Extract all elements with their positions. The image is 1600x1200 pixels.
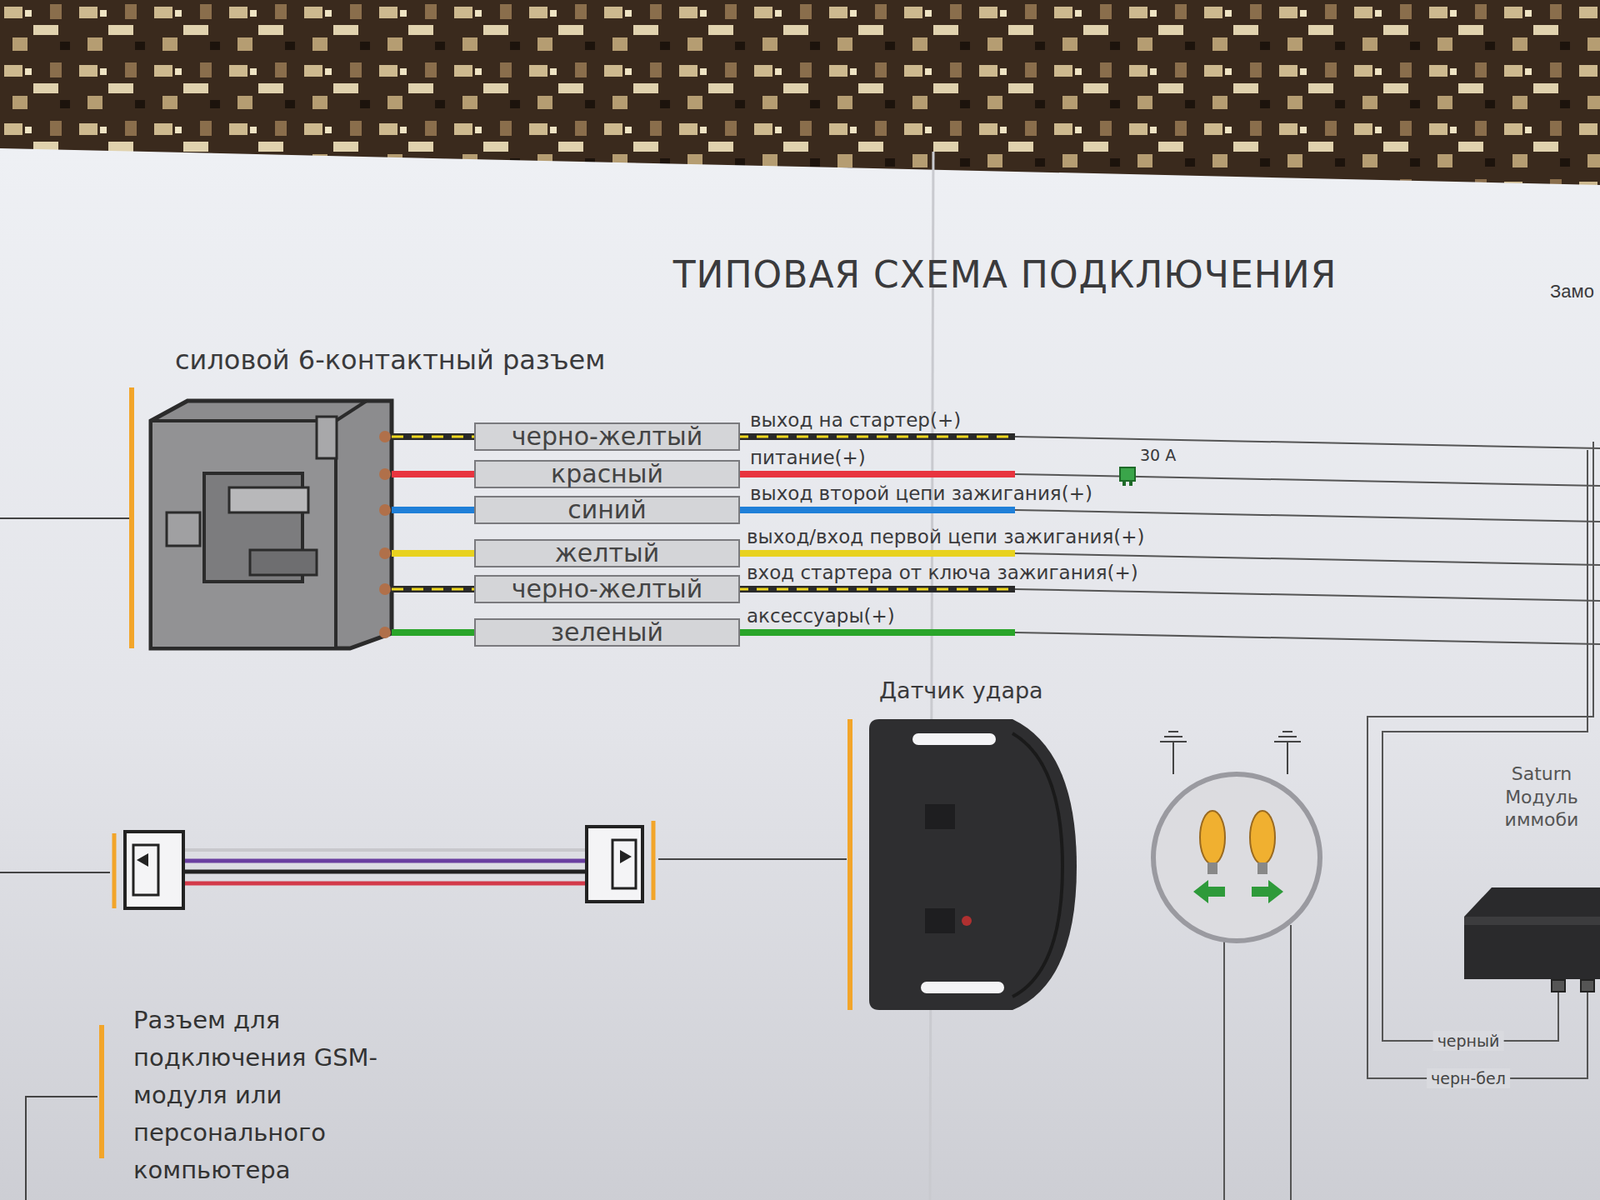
wire-function: питание(+) — [750, 445, 866, 470]
wire — [391, 553, 475, 555]
node-text: силовой 6-контактный разъем — [175, 344, 605, 376]
wire-function: вход стартера от ключа зажигания(+) — [746, 560, 1139, 585]
wire-color-tag: желтый — [474, 539, 740, 568]
wire-function: аксессуары(+) — [746, 604, 895, 628]
wire-color: черн-бел — [1426, 1068, 1510, 1089]
wire-color-tag: зеленый — [474, 618, 740, 647]
power-connector-drawing — [150, 400, 392, 649]
wire-runs — [716, 436, 1600, 1079]
wire-function: выход/вход первой цепи зажигания(+) — [746, 525, 1145, 549]
shock-sensor: Датчик удара — [869, 719, 1077, 1010]
fuse-symbol — [1120, 467, 1135, 486]
wire-stripe — [391, 588, 475, 591]
diagram-title: ТИПОВАЯ СХЕМА ПОДКЛЮЧЕНИЯ — [673, 253, 1338, 296]
wire — [391, 589, 475, 590]
wire-color-tag: черно-желтый — [474, 575, 740, 604]
turn-lights-symbol — [1153, 731, 1320, 1200]
cable-line — [0, 517, 130, 520]
fold-crease — [930, 151, 934, 1200]
shock-sensor-drawing — [850, 719, 1077, 1010]
wire-core — [391, 433, 475, 440]
connector-note: Разъем для подключения GSM-модуля или пе… — [133, 1001, 392, 1190]
wire-stripe — [391, 435, 475, 439]
power-connector: силовой 6-контактный разъем — [150, 392, 392, 649]
wire-color-name: желтый — [555, 540, 660, 566]
four-wire-harness — [0, 820, 847, 909]
wire-function: выход второй цепи зажигания(+) — [750, 481, 1093, 505]
module-caption: Saturn Модуль иммоби — [1498, 762, 1585, 832]
wire-color-name: синий — [567, 497, 647, 523]
orange-bar — [129, 387, 135, 649]
wire-color-tag: черно-желтый — [474, 422, 740, 451]
wire-color-tag: красный — [474, 460, 740, 489]
immobilizer-module-drawing — [1464, 887, 1600, 992]
wire-core — [391, 506, 475, 514]
gsm-connector-marker — [25, 1025, 102, 1200]
wire — [391, 436, 475, 438]
wire-color-name: зеленый — [550, 620, 664, 645]
wire — [391, 510, 475, 511]
wire — [391, 632, 475, 634]
wire-color-name: красный — [550, 461, 664, 487]
cut-label: Замо — [1550, 280, 1595, 304]
fuse-rating: 30 А — [1140, 443, 1176, 467]
wire-color-name: черно-желтый — [511, 424, 703, 450]
wire-core — [391, 585, 475, 593]
wire — [391, 474, 475, 475]
wire-core — [391, 550, 475, 557]
wire-core — [391, 470, 475, 478]
wire-core — [391, 629, 475, 636]
node-text: Saturn Модуль иммоби — [1498, 762, 1585, 832]
wire-function: выход на стартер(+) — [750, 408, 961, 432]
paper-sheet — [0, 148, 1600, 1200]
wire-color: черный — [1433, 1030, 1505, 1051]
wire-color-tag: синий — [474, 495, 740, 525]
node-text: Датчик удара — [879, 677, 1044, 704]
wire-color-name: черно-желтый — [511, 576, 703, 602]
